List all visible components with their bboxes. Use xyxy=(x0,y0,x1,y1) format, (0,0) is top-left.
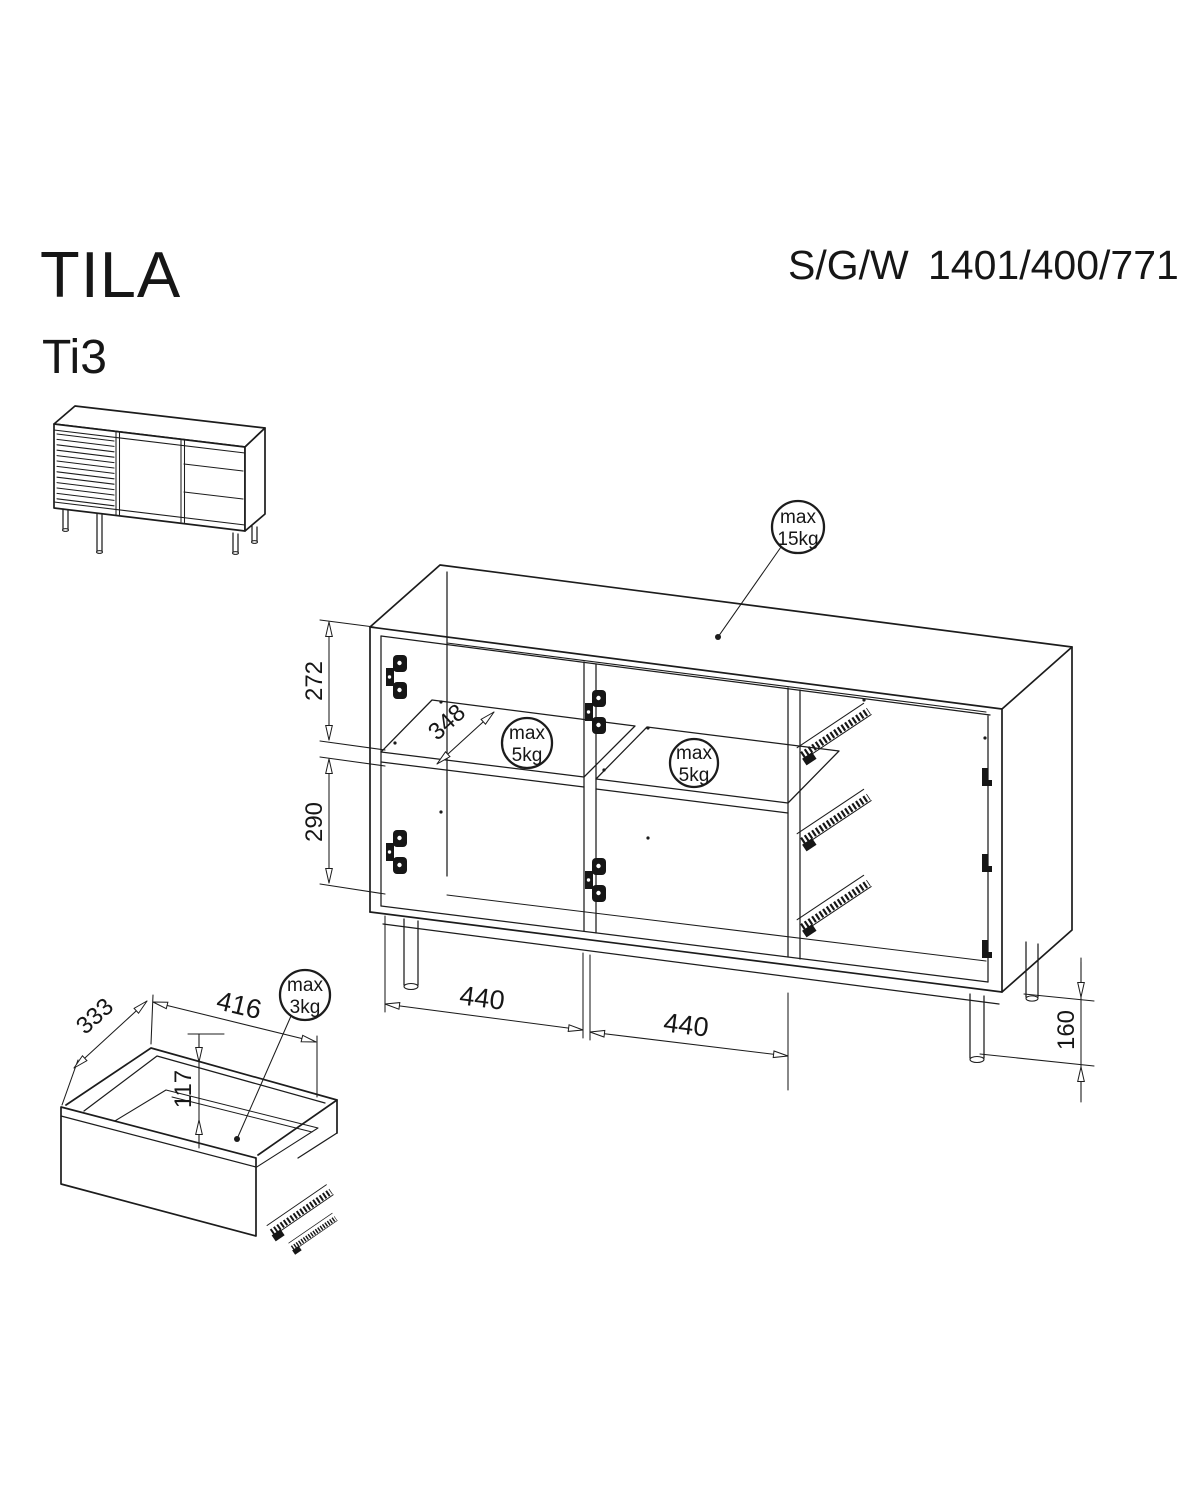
dim-upper-compartment-height: 272 xyxy=(301,619,386,751)
model-code: Ti3 xyxy=(42,331,107,384)
load-badge-text: max xyxy=(509,723,545,744)
thumbnail-drawer-fronts xyxy=(183,463,244,500)
load-badge-circle xyxy=(278,968,332,1022)
load-badge-middle-shelf: max 5kg xyxy=(668,737,720,789)
product-name: TILA xyxy=(40,238,181,311)
thumbnail-legs xyxy=(61,508,259,555)
dim-label: 440 xyxy=(458,980,507,1015)
load-badge-drawer: max 3kg xyxy=(234,968,332,1142)
slatted-door xyxy=(56,433,115,507)
load-badge-circle xyxy=(668,737,720,789)
dim-label: 117 xyxy=(170,1070,197,1108)
shelf-pin-holes xyxy=(393,698,987,840)
dim-shelf-depth: 348 xyxy=(423,699,495,765)
load-badge-text: 5kg xyxy=(679,765,710,786)
load-badge-left-shelf: max 5kg xyxy=(500,716,554,770)
dim-label: 272 xyxy=(301,661,328,701)
load-badge-text: 15kg xyxy=(777,529,818,550)
cabinet-carcass xyxy=(369,564,1073,1005)
dim-leg-height: 160 xyxy=(979,957,1095,1103)
door-gap-left xyxy=(115,431,121,517)
door-gap-right xyxy=(180,439,186,524)
load-badge-text: 3kg xyxy=(290,997,321,1018)
drawer-detail-diagram: 333 416 117 max 3kg xyxy=(60,968,340,1255)
dim-drawer-depth: 333 xyxy=(61,993,154,1106)
dim-drawer-inner-height: 117 xyxy=(170,1033,225,1149)
load-badge-text: max xyxy=(676,743,712,764)
load-badge-text: 5kg xyxy=(512,745,543,766)
dim-label: 290 xyxy=(301,802,328,842)
main-cabinet-diagram: 272 290 348 440 440 xyxy=(301,499,1095,1103)
spec-label: S/G/W xyxy=(788,242,909,288)
load-badge-text: max xyxy=(287,975,323,996)
hinge-icon xyxy=(386,830,407,874)
drawer-box xyxy=(60,1047,338,1237)
dim-lower-compartment-height: 290 xyxy=(301,756,386,895)
load-badge-text: max xyxy=(780,507,816,528)
cabinet-legs xyxy=(403,918,1039,1064)
spec-value: 1401/400/771 xyxy=(928,242,1179,288)
slide-bracket-icon xyxy=(982,854,992,872)
drawer-slide-icon xyxy=(288,1213,340,1255)
dim-middle-section-width: 440 xyxy=(589,992,789,1091)
dim-label: 440 xyxy=(662,1007,710,1042)
drawer-slide-icon xyxy=(795,703,874,765)
hinge-icon xyxy=(386,655,407,699)
load-badge-circle xyxy=(770,499,826,555)
product-thumbnail xyxy=(53,405,266,555)
drawer-slide-icon xyxy=(266,1185,337,1242)
load-badge-circle xyxy=(500,716,554,770)
drawer-slide-icon xyxy=(795,875,874,937)
load-badge-top-panel: max 15kg xyxy=(715,499,826,640)
slide-bracket-icon xyxy=(982,768,992,786)
drawer-slide-icon xyxy=(795,789,874,851)
slide-bracket-icon xyxy=(982,940,992,958)
title-block: TILA Ti3 S/G/W 1401/400/771 xyxy=(40,238,1179,384)
dim-label: 160 xyxy=(1053,1010,1080,1050)
dim-label: 348 xyxy=(423,699,471,746)
dim-left-section-width: 440 xyxy=(384,915,591,1041)
